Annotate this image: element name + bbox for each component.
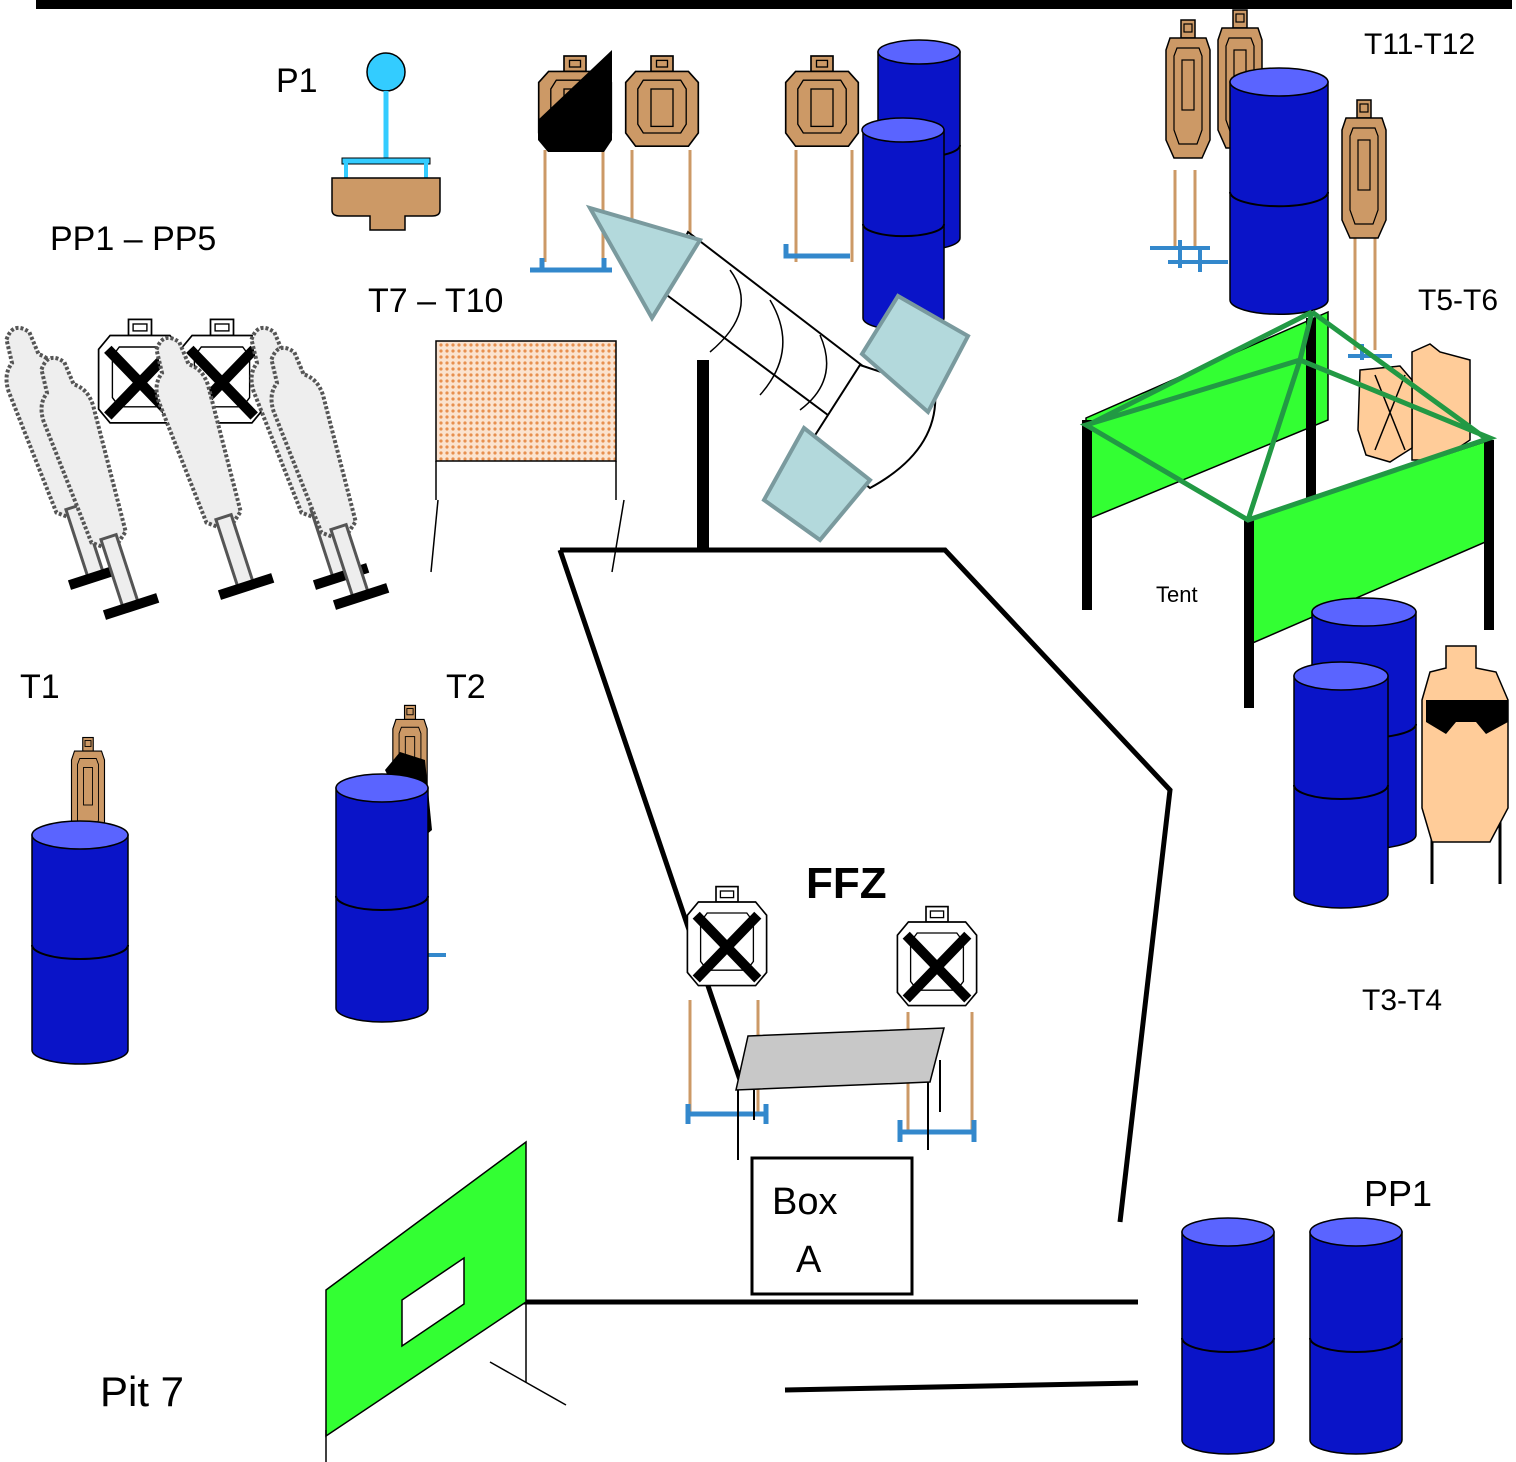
targets-t11-t12	[1150, 9, 1392, 360]
box-a	[750, 1156, 914, 1296]
barrels-t3-t4	[1293, 597, 1509, 909]
label-t11-t12: T11-T12	[1364, 28, 1475, 61]
top-border	[36, 0, 1512, 9]
popper-p1	[331, 52, 441, 231]
green-wall	[325, 1140, 567, 1462]
label-t1: T1	[20, 668, 60, 706]
label-pp1-pp5: PP1 – PP5	[50, 220, 216, 258]
label-tent: Tent	[1156, 582, 1198, 607]
label-box-line1: Box	[772, 1181, 837, 1223]
label-pp1: PP1	[1364, 1173, 1432, 1214]
poppers-pp1-pp5	[0, 319, 392, 622]
label-p1: P1	[276, 62, 318, 100]
mesh-hard-cover	[430, 340, 625, 573]
label-box-line2: A	[796, 1239, 822, 1281]
targets-t7-t10	[530, 50, 860, 273]
targets-t5-t6	[1357, 343, 1471, 463]
label-t7-t10: T7 – T10	[368, 282, 503, 320]
label-t5-t6: T5-T6	[1418, 284, 1498, 317]
tent	[1079, 309, 1498, 708]
ffz-table	[735, 1027, 945, 1160]
barrel-t2	[335, 704, 446, 1023]
label-ffz: FFZ	[806, 859, 887, 908]
fault-lines	[510, 547, 1173, 1393]
port-structure	[585, 204, 971, 550]
label-t2: T2	[446, 668, 486, 706]
barrels-pp1	[1181, 1217, 1403, 1455]
ffz-targets	[687, 887, 976, 1142]
barrel-t1	[31, 736, 129, 1065]
label-pit7: Pit 7	[100, 1368, 184, 1415]
barrels-t7-t10	[861, 39, 961, 331]
label-t3-t4: T3-T4	[1362, 984, 1442, 1017]
